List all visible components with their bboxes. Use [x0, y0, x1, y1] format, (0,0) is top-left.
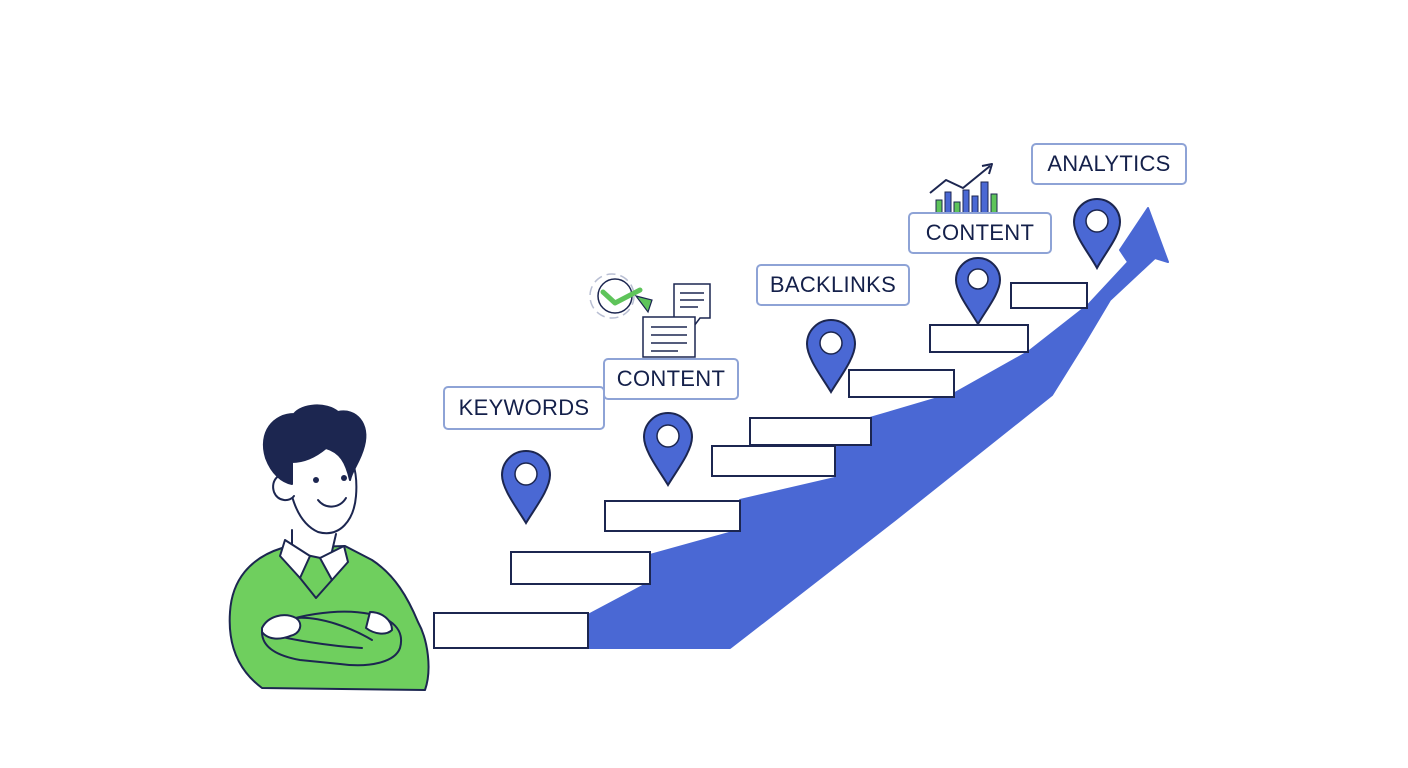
stair-step-1: [433, 612, 589, 649]
bar-chart-trend-icon: [929, 163, 1004, 217]
map-pin-icon: [1072, 198, 1122, 271]
label-backlinks: BACKLINKS: [756, 264, 910, 306]
stair-step-7: [929, 324, 1029, 353]
label-content-1: CONTENT: [603, 358, 739, 400]
target-check-icon: [589, 273, 653, 319]
person-illustration: [228, 404, 430, 691]
label-keywords: KEYWORDS: [443, 386, 605, 430]
map-pin-icon: [500, 450, 552, 525]
map-pin-icon: [642, 412, 694, 487]
label-analytics: ANALYTICS: [1031, 143, 1187, 185]
stair-step-3: [604, 500, 741, 532]
staircase: [433, 282, 1088, 649]
stair-step-2: [510, 551, 651, 585]
map-pin-icon: [954, 257, 1002, 327]
stair-step-5: [749, 417, 872, 446]
map-pins: [500, 198, 1122, 525]
document-icon: [642, 316, 696, 358]
stair-step-8: [1010, 282, 1088, 309]
stair-step-6: [848, 369, 955, 398]
map-pin-icon: [805, 319, 857, 394]
label-content-2: CONTENT: [908, 212, 1052, 254]
hair: [263, 404, 367, 485]
stair-step-4: [711, 445, 836, 477]
content-icons: [589, 273, 711, 358]
